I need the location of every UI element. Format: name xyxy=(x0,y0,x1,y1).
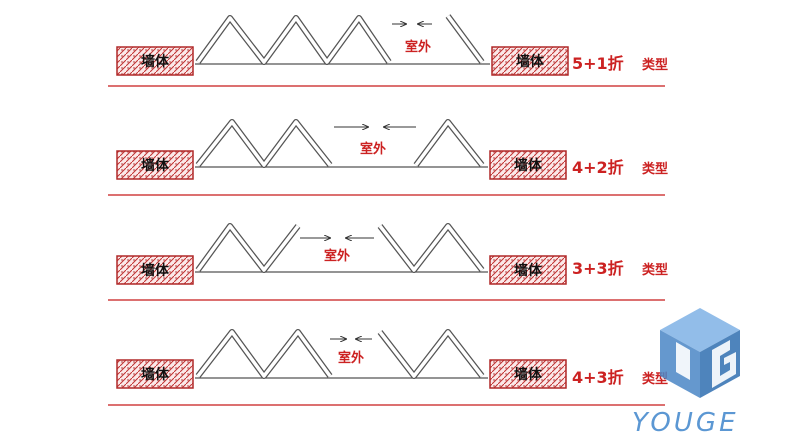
type-word: 类型 xyxy=(642,262,668,278)
wall-left xyxy=(116,255,194,285)
wall-label: 墙体 xyxy=(141,53,170,70)
wall-label: 墙体 xyxy=(141,366,170,383)
row-3-3 xyxy=(108,223,665,301)
wall-left xyxy=(116,46,194,76)
outside-label: 室外 xyxy=(338,350,364,366)
row-5-1 xyxy=(108,14,665,87)
wall-label: 墙体 xyxy=(141,262,170,279)
wall-right xyxy=(489,359,567,389)
wall-right xyxy=(489,150,567,180)
panel-stack-left xyxy=(195,119,333,168)
row-4-3 xyxy=(108,329,665,406)
type-word: 类型 xyxy=(642,161,668,177)
wall-left xyxy=(116,359,194,389)
wall-label: 墙体 xyxy=(514,262,543,279)
labels: 墙体 墙体 室外 5+1折 类型 墙体 墙体 室外 4+2折 类型 墙体 墙体 … xyxy=(141,39,668,387)
wall-right xyxy=(491,46,569,76)
panel-stack-left xyxy=(195,329,333,379)
wall-left xyxy=(116,150,194,180)
wall-right xyxy=(489,255,567,285)
type-word: 类型 xyxy=(642,57,668,73)
wall-label: 墙体 xyxy=(514,157,543,174)
jg-monogram-logo-icon xyxy=(660,308,740,398)
type-combo: 5+1折 xyxy=(572,54,624,73)
wall-label: 墙体 xyxy=(516,53,545,70)
wall-label: 墙体 xyxy=(141,157,170,174)
type-combo: 4+3折 xyxy=(572,368,624,387)
type-combo: 4+2折 xyxy=(572,158,624,177)
outside-label: 室外 xyxy=(405,39,431,55)
outside-label: 室外 xyxy=(360,141,386,157)
panel-stack-right xyxy=(413,119,485,167)
row-4-2 xyxy=(108,119,665,196)
logo-wordmark: YOUGE xyxy=(632,408,739,438)
outside-label: 室外 xyxy=(324,248,350,264)
type-combo: 3+3折 xyxy=(572,259,624,278)
wall-label: 墙体 xyxy=(514,366,543,383)
